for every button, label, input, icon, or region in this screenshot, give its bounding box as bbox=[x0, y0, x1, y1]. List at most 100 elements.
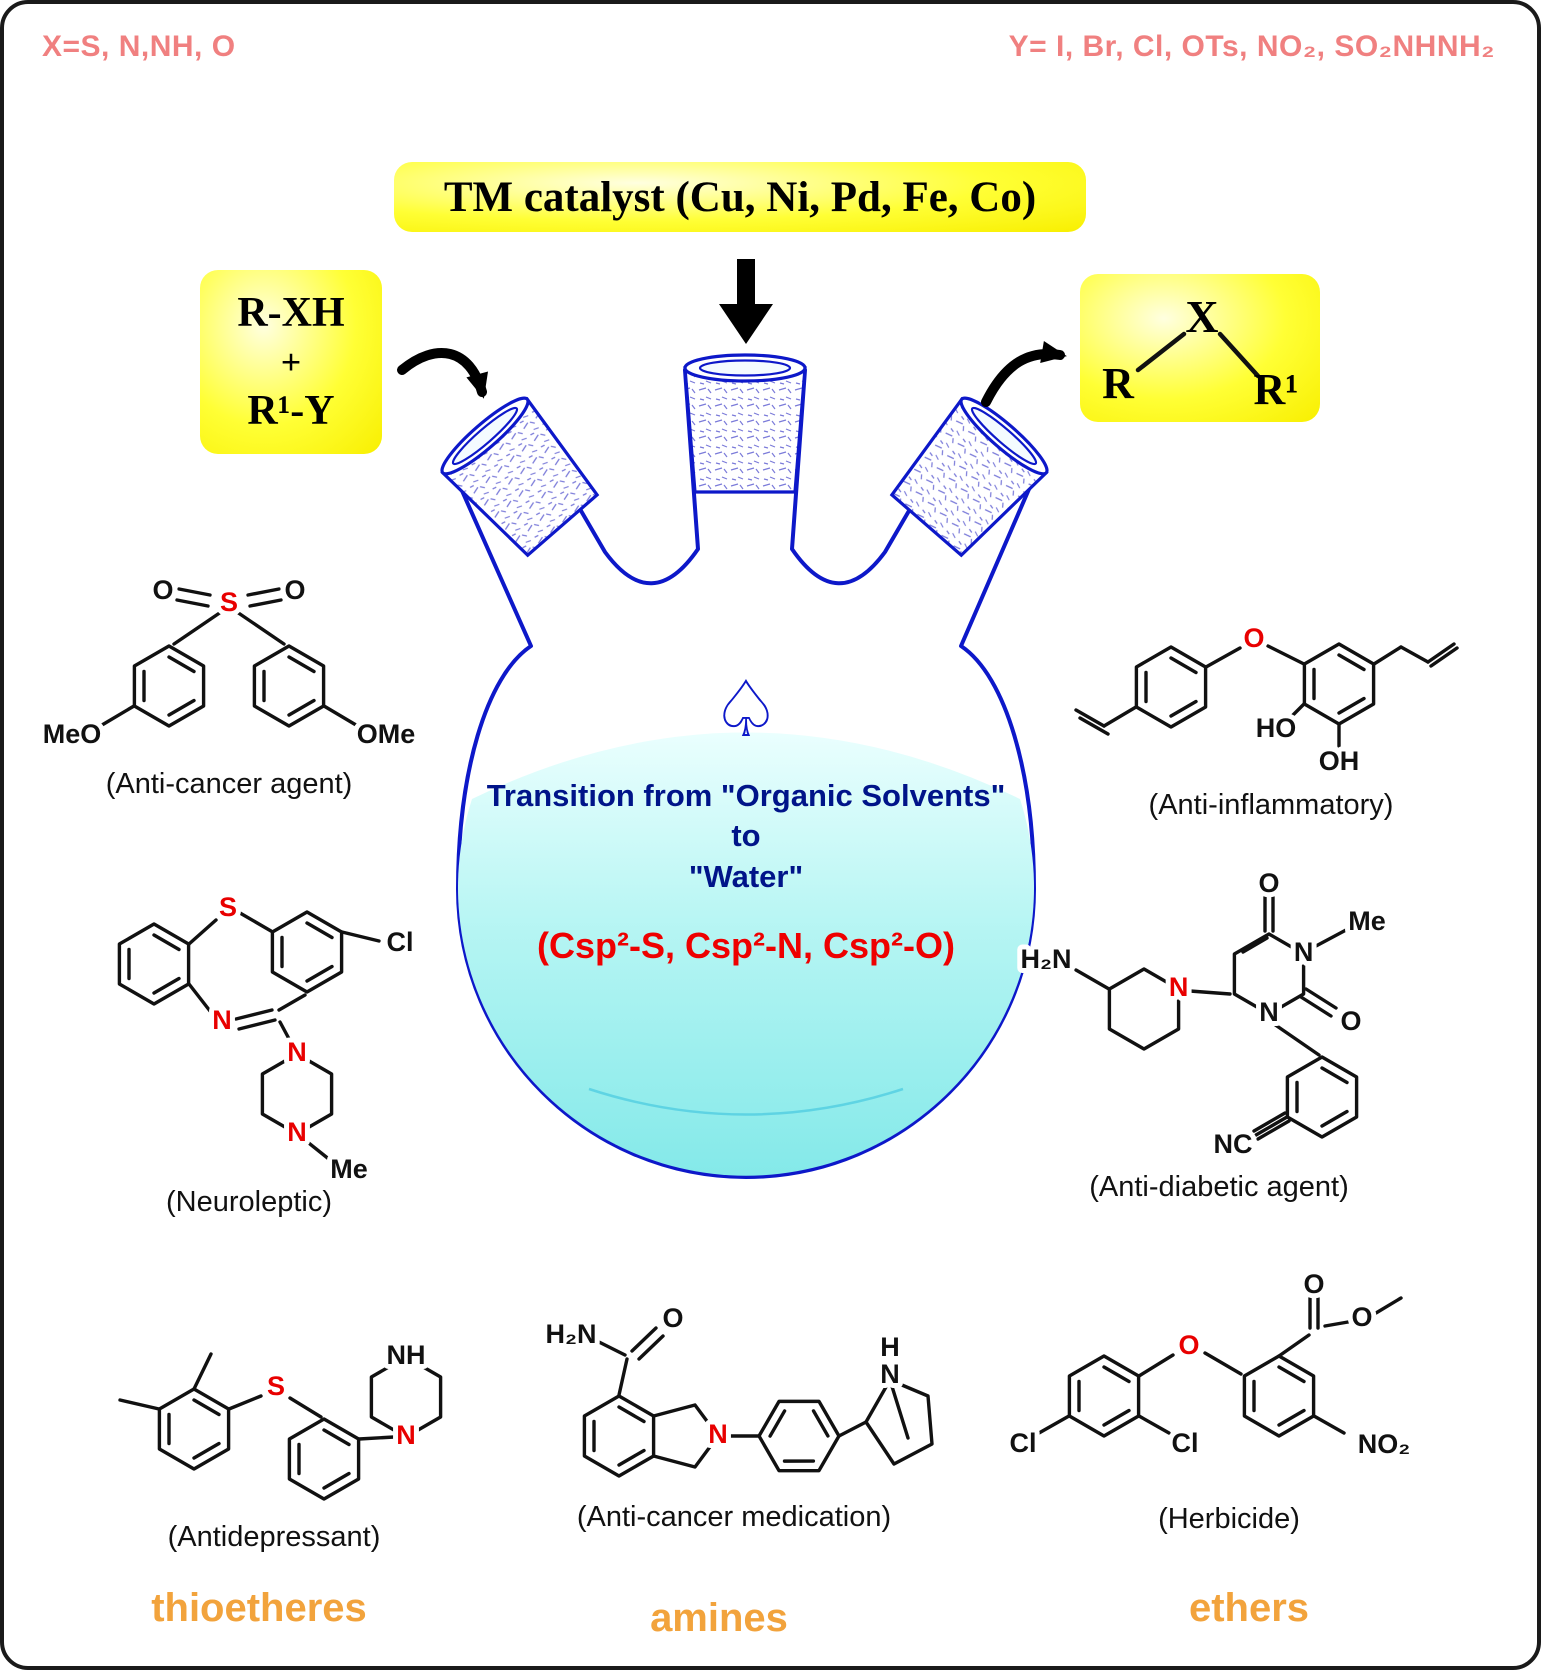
reactant2-label: R¹-Y bbox=[247, 387, 335, 434]
atom-s: S bbox=[220, 587, 238, 617]
reactants-box: R-XH + R¹-Y bbox=[200, 270, 382, 454]
atom-o: O bbox=[1340, 1006, 1361, 1036]
y-legend: Y= I, Br, Cl, OTs, NO₂, SO₂NHNH₂ bbox=[1008, 30, 1495, 63]
atom-meo: MeO bbox=[43, 719, 102, 749]
caption-sulfone: (Anti-cancer agent) bbox=[105, 768, 353, 800]
atom-nc: NC bbox=[1214, 1129, 1253, 1159]
molecule-antiinflammatory: O HO OH (Anti-inflammatory) bbox=[1056, 562, 1486, 822]
spade-icon: ♤ bbox=[711, 665, 781, 755]
joint-right bbox=[889, 396, 1049, 558]
atom-n: N bbox=[1259, 997, 1279, 1027]
benzene-ring bbox=[1134, 645, 1208, 729]
molecule-sulfone: S O O MeO OMe (Anti-cancer agent) bbox=[24, 566, 434, 801]
atom-me: Me bbox=[330, 1154, 368, 1184]
atom-o: O bbox=[284, 575, 305, 605]
benzene-ring bbox=[1242, 1354, 1316, 1438]
molecule-herbicide: Cl Cl O O O NO₂ (Herbicide) bbox=[989, 1266, 1469, 1536]
atom-n: N bbox=[287, 1117, 307, 1147]
joint-center bbox=[683, 353, 807, 494]
product-r: R bbox=[1102, 359, 1135, 408]
flask-text: Transition from "Organic Solvents" to "W… bbox=[446, 776, 1046, 970]
flask-line1: Transition from "Organic Solvents" bbox=[486, 778, 1006, 813]
reactant-arrow bbox=[397, 348, 489, 399]
benzene-ring bbox=[287, 1417, 361, 1501]
bonds bbox=[187, 911, 381, 1162]
flask-liquid bbox=[458, 732, 1034, 1176]
x-legend: X=S, N,NH, O bbox=[42, 30, 236, 63]
atom-h2n: H₂N bbox=[1021, 944, 1072, 974]
bonds bbox=[1135, 331, 1261, 379]
atom-s: S bbox=[267, 1371, 285, 1401]
atom-s: S bbox=[219, 892, 237, 922]
product-arrow bbox=[981, 340, 1067, 407]
molecule-neuroleptic: S Cl N N N Me (Neuroleptic) bbox=[49, 849, 449, 1219]
product-structure: X R R¹ bbox=[1102, 291, 1299, 414]
bonds bbox=[100, 587, 358, 727]
atom-ho: HO bbox=[1256, 713, 1297, 743]
molecule-antidiabetic: O N Me O N NC N H₂N (Anti-diabetic agent… bbox=[984, 839, 1454, 1204]
atom-o: O bbox=[1178, 1330, 1199, 1360]
molecule-antidepressant: S NH N (Antidepressant) bbox=[64, 1269, 484, 1554]
herbicide-structure: Cl Cl O O O NO₂ bbox=[1005, 1266, 1416, 1464]
category-thioethers: thioetheres bbox=[151, 1586, 367, 1630]
azabicycle-ring bbox=[864, 1378, 934, 1466]
caption-antidepressant: (Antidepressant) bbox=[167, 1521, 381, 1553]
piperazine-ring bbox=[260, 1052, 334, 1136]
caption-antidiabetic: (Anti-diabetic agent) bbox=[1089, 1171, 1349, 1203]
joint-left bbox=[440, 396, 600, 558]
caption-neuroleptic: (Neuroleptic) bbox=[166, 1186, 332, 1218]
neuroleptic-structure: S Cl N N N Me bbox=[117, 887, 419, 1184]
atom-n: N bbox=[1294, 937, 1314, 967]
piperazine-ring bbox=[369, 1355, 443, 1439]
atom-n: N bbox=[396, 1420, 416, 1450]
flask-line3: "Water" bbox=[688, 858, 804, 894]
category-ethers: ethers bbox=[1188, 1586, 1310, 1630]
flask-line2: to bbox=[731, 818, 761, 854]
benzene-ring bbox=[117, 922, 191, 1006]
atom-me: Me bbox=[1348, 906, 1386, 936]
flask-graphic: ♤ bbox=[397, 259, 1067, 1179]
atom-cl: Cl bbox=[1172, 1428, 1199, 1458]
atom-o: O bbox=[1351, 1302, 1372, 1332]
catalyst-arrow bbox=[719, 259, 773, 344]
product-x: X bbox=[1185, 291, 1218, 342]
atom-n: N bbox=[212, 1005, 232, 1035]
caption-herbicide: (Herbicide) bbox=[1158, 1503, 1300, 1535]
sulfone-structure: S O O MeO OMe bbox=[38, 570, 421, 754]
product-box: X R R¹ bbox=[1080, 274, 1320, 422]
benzene-ring bbox=[747, 1382, 851, 1490]
benzene-ring bbox=[582, 1394, 656, 1478]
atom-n: N bbox=[880, 1359, 900, 1389]
catalyst-box: TM catalyst (Cu, Ni, Pd, Fe, Co) bbox=[394, 162, 1086, 232]
liquid-reflection bbox=[588, 1087, 904, 1116]
atom-n: N bbox=[1169, 972, 1189, 1002]
atom-o: O bbox=[1258, 868, 1279, 898]
plus-sign: + bbox=[280, 341, 302, 382]
reactant1-label: R-XH bbox=[237, 290, 345, 336]
atom-h: H bbox=[880, 1332, 900, 1362]
caption-antiinflammatory: (Anti-inflammatory) bbox=[1148, 789, 1394, 821]
atom-cl: Cl bbox=[387, 927, 414, 957]
uracil-ring bbox=[1232, 932, 1306, 1016]
caption-anticancer-med: (Anti-cancer medication) bbox=[576, 1501, 892, 1533]
antidiabetic-structure: O N Me O N NC N H₂N bbox=[1016, 863, 1391, 1164]
atom-ome: OMe bbox=[357, 719, 416, 749]
atom-no2: NO₂ bbox=[1358, 1429, 1411, 1459]
atom-o: O bbox=[662, 1303, 683, 1333]
category-amines: amines bbox=[650, 1596, 788, 1640]
bonds bbox=[1074, 642, 1459, 748]
benzene-ring bbox=[132, 644, 206, 728]
bonds bbox=[118, 1352, 396, 1441]
benzene-ring bbox=[1302, 642, 1376, 726]
atom-n: N bbox=[287, 1037, 307, 1067]
molecule-anticancer-med: H₂N O N H N (Anti-cancer medication) bbox=[499, 1289, 969, 1534]
product-r1: R¹ bbox=[1254, 365, 1299, 414]
benzene-ring bbox=[252, 644, 326, 728]
atom-n: N bbox=[708, 1419, 728, 1449]
atom-o: O bbox=[1303, 1269, 1324, 1299]
benzene-ring bbox=[157, 1387, 231, 1471]
atom-o: O bbox=[1243, 623, 1264, 653]
anticancer-med-structure: H₂N O N H N bbox=[541, 1298, 934, 1490]
atom-h2n: H₂N bbox=[546, 1319, 597, 1349]
antidepressant-structure: S NH N bbox=[118, 1335, 443, 1501]
